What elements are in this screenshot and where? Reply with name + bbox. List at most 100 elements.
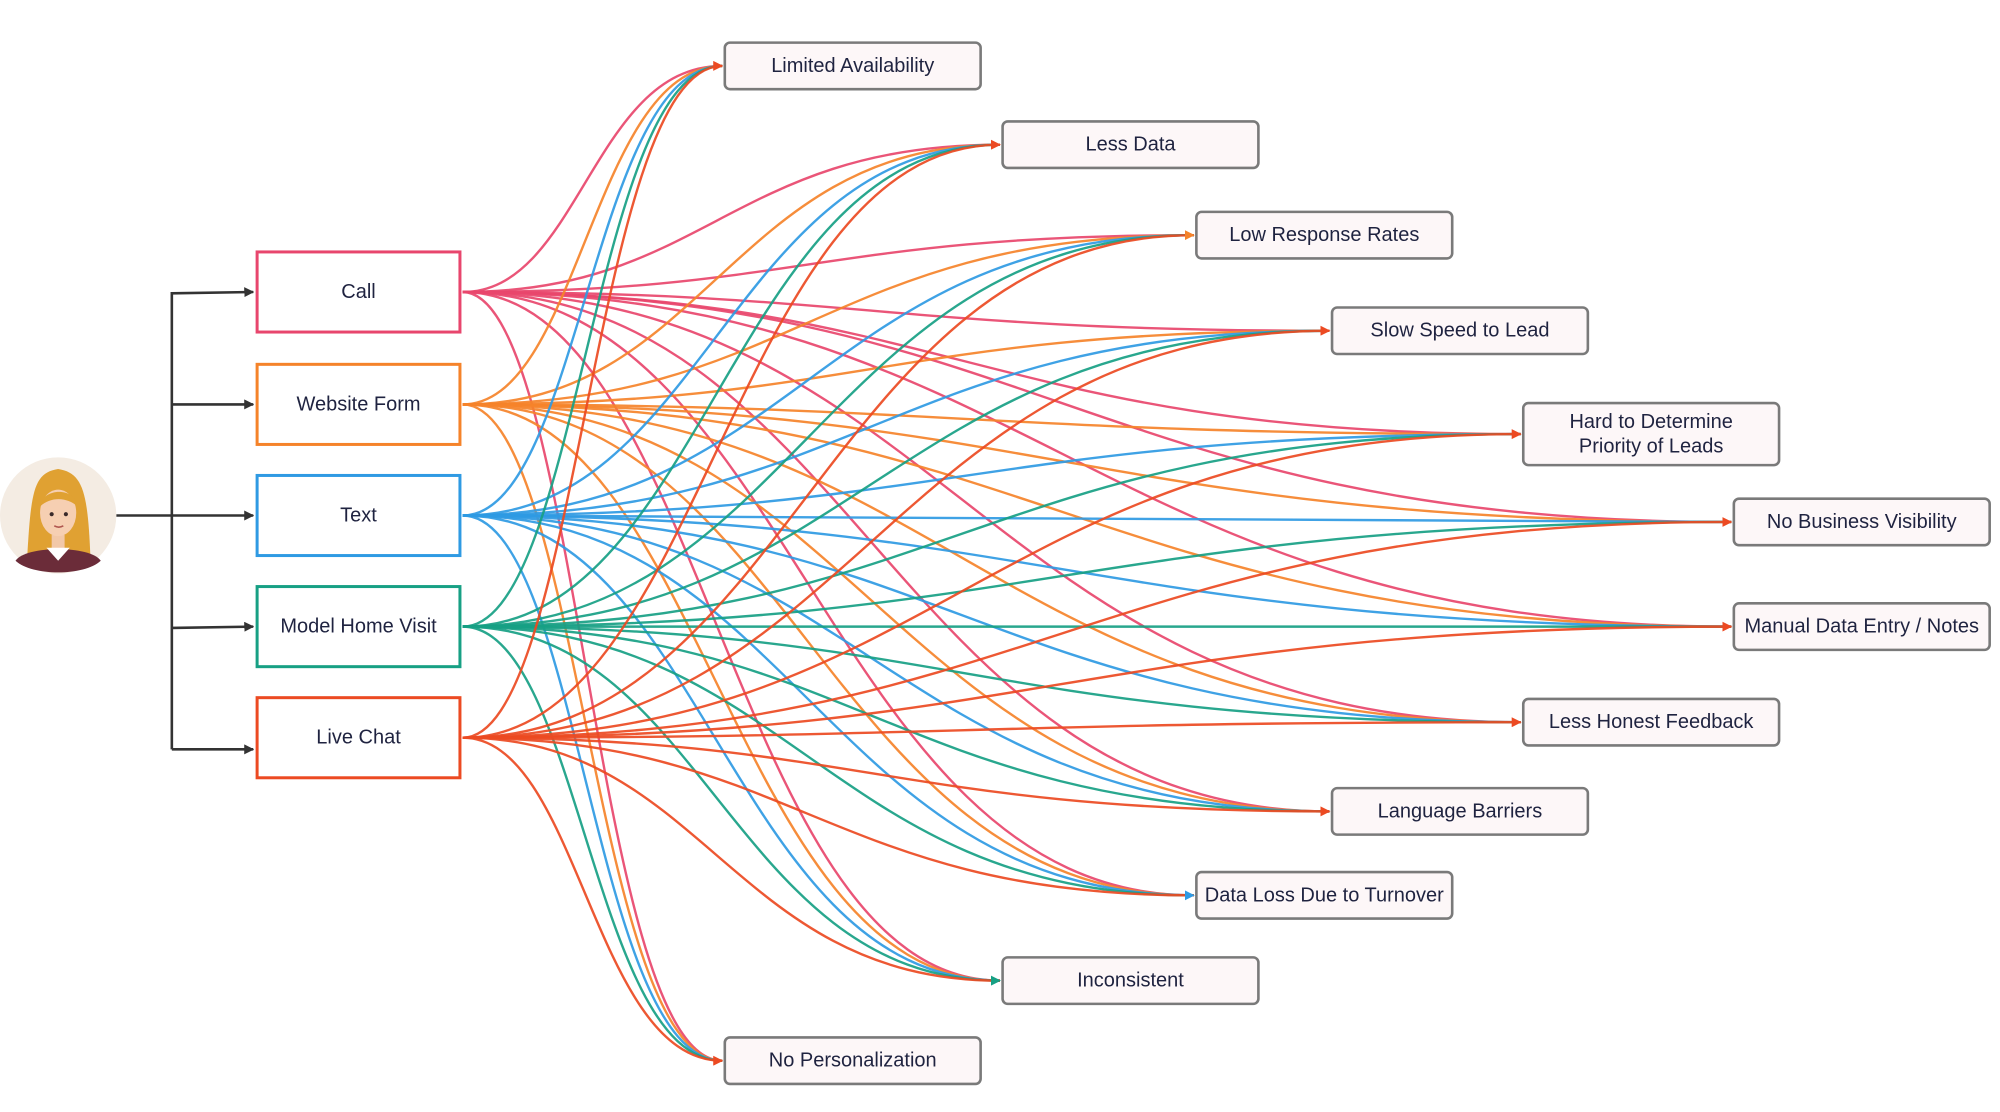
curve-live-chat-to-data-loss-turnover	[462, 736, 1195, 901]
problem-label: Less Honest Feedback	[1549, 711, 1755, 733]
curve-live-chat-to-language-barriers	[462, 736, 1331, 817]
channel-label: Text	[340, 505, 377, 527]
curve-model-home-visit-to-low-response-rates	[462, 233, 1194, 628]
problem-label: Limited Availability	[771, 55, 934, 77]
problem-label: Language Barriers	[1378, 800, 1543, 822]
curve-website-form-to-no-personalization	[462, 403, 723, 1062]
curve-website-form-to-no-business-visibility	[462, 403, 1732, 524]
problem-label: Priority of Leads	[1579, 435, 1724, 457]
problem-manual-data-entry: Manual Data Entry / Notes	[1732, 602, 1991, 652]
curve-model-home-visit-to-hard-to-determine-priority	[462, 432, 1521, 628]
curve-live-chat-to-hard-to-determine-priority	[462, 429, 1522, 739]
connectors-layer	[116, 287, 255, 755]
problem-label: Slow Speed to Lead	[1370, 320, 1549, 342]
channel-label: Live Chat	[316, 727, 401, 749]
curve-call-to-language-barriers	[462, 290, 1330, 813]
problem-label: Less Data	[1085, 134, 1176, 156]
problem-box	[1195, 210, 1454, 260]
curve-text-to-limited-availability	[462, 64, 723, 517]
curve-text-to-hard-to-determine-priority	[462, 432, 1521, 517]
problem-language-barriers: Language Barriers	[1330, 786, 1590, 836]
channel-live-chat: Live Chat	[255, 696, 462, 780]
channel-label: Website Form	[296, 393, 420, 415]
curve-text-to-low-response-rates	[462, 233, 1194, 517]
curve-model-home-visit-to-less-data	[462, 143, 1001, 628]
curve-live-chat-to-low-response-rates	[462, 230, 1195, 739]
problem-less-data: Less Data	[1001, 120, 1260, 170]
avatar-eye-left	[49, 512, 54, 517]
problem-box	[1732, 602, 1991, 652]
channel-text: Text	[255, 473, 462, 558]
curve-website-form-to-inconsistent	[462, 403, 1001, 982]
avatar-neck	[51, 534, 65, 551]
curve-call-to-manual-data-entry	[462, 290, 1732, 628]
curve-live-chat-to-limited-availability	[462, 60, 724, 739]
curve-model-home-visit-to-data-loss-turnover	[462, 625, 1194, 897]
problem-no-business-visibility: No Business Visibility	[1732, 497, 1991, 547]
problem-slow-speed-to-lead: Slow Speed to Lead	[1330, 306, 1590, 356]
problem-label: Data Loss Due to Turnover	[1205, 884, 1444, 906]
curve-call-to-slow-speed-to-lead	[462, 290, 1330, 332]
channel-label: Call	[341, 281, 375, 303]
curve-model-home-visit-to-inconsistent	[462, 625, 1001, 982]
problem-box	[1521, 697, 1781, 747]
problem-less-honest-feedback: Less Honest Feedback	[1521, 697, 1781, 747]
curve-live-chat-to-inconsistent	[462, 736, 1001, 986]
curve-live-chat-to-no-business-visibility	[462, 516, 1733, 739]
avatar-eye-right	[63, 512, 68, 517]
curve-call-to-limited-availability	[462, 64, 723, 294]
problem-label: Low Response Rates	[1229, 224, 1419, 246]
curve-live-chat-to-less-data	[462, 139, 1001, 739]
avatar-face	[40, 489, 77, 537]
problem-label: Manual Data Entry / Notes	[1744, 616, 1979, 638]
channel-box	[255, 362, 462, 446]
curve-model-home-visit-to-no-business-visibility	[462, 520, 1732, 628]
curve-website-form-to-less-honest-feedback	[462, 403, 1521, 724]
problem-box	[1001, 120, 1260, 170]
problem-label: No Business Visibility	[1767, 511, 1957, 533]
problem-box	[1195, 870, 1454, 920]
curve-text-to-language-barriers	[462, 514, 1330, 813]
channel-box	[255, 585, 462, 669]
problem-box	[1330, 786, 1590, 836]
channel-website-form: Website Form	[255, 362, 462, 446]
problem-low-response-rates: Low Response Rates	[1195, 210, 1454, 260]
problem-box	[1330, 306, 1590, 356]
channel-call: Call	[255, 250, 462, 334]
curve-website-form-to-limited-availability	[462, 64, 723, 406]
problem-no-personalization: No Personalization	[723, 1036, 982, 1086]
avatar-mouth	[53, 525, 64, 528]
curve-text-to-data-loss-turnover	[462, 514, 1194, 897]
problem-inconsistent: Inconsistent	[1001, 956, 1260, 1006]
channel-box	[255, 250, 462, 334]
channel-box	[255, 696, 462, 780]
problem-label: No Personalization	[769, 1050, 937, 1072]
avatar-collar	[46, 547, 70, 561]
connector-to-call	[171, 287, 255, 298]
curve-website-form-to-manual-data-entry	[462, 403, 1732, 628]
problem-box	[723, 1036, 982, 1086]
problem-label: Hard to Determine	[1569, 411, 1732, 433]
curve-website-form-to-less-data	[462, 143, 1001, 406]
user-avatar-icon	[0, 457, 117, 574]
curve-website-form-to-hard-to-determine-priority	[462, 403, 1521, 436]
problem-box	[1001, 956, 1260, 1006]
curve-model-home-visit-to-slow-speed-to-lead	[462, 329, 1330, 628]
curve-model-home-visit-to-less-honest-feedback	[462, 625, 1521, 724]
curve-text-to-manual-data-entry	[462, 514, 1732, 628]
problem-box	[723, 41, 982, 91]
curve-live-chat-to-slow-speed-to-lead	[462, 325, 1331, 739]
channel-box	[255, 473, 462, 558]
problem-box	[1521, 401, 1781, 467]
curve-live-chat-to-manual-data-entry	[462, 621, 1733, 739]
curve-live-chat-to-less-honest-feedback	[462, 717, 1522, 739]
curves-layer	[462, 60, 1733, 1066]
problem-limited-availability: Limited Availability	[723, 41, 982, 91]
curve-model-home-visit-to-limited-availability	[462, 64, 723, 628]
problem-label: Inconsistent	[1077, 970, 1184, 992]
